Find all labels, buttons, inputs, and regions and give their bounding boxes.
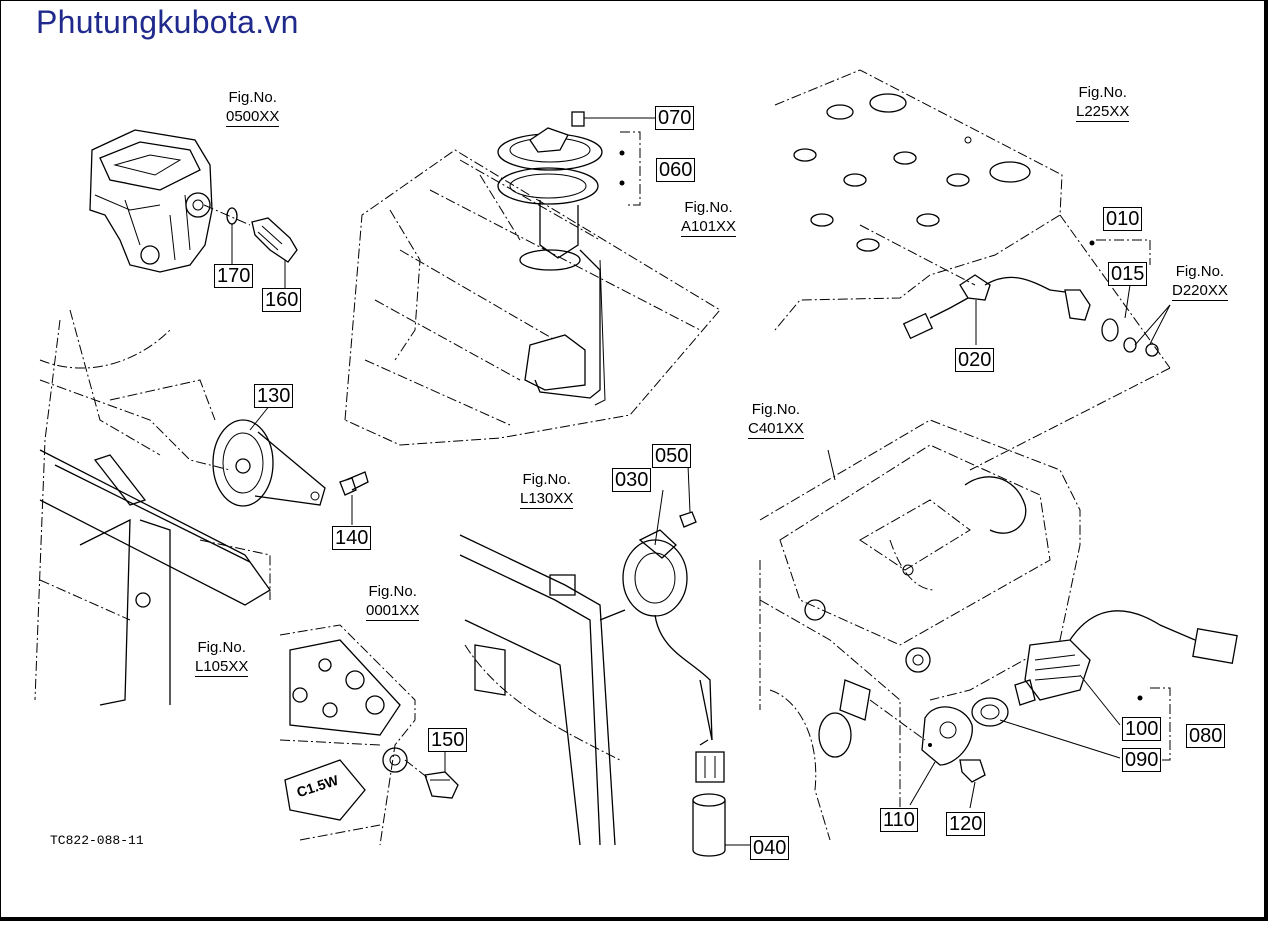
callout-170[interactable]: 170 bbox=[214, 264, 254, 288]
transmission-case bbox=[759, 419, 1081, 841]
fig-number: L105XX bbox=[195, 658, 249, 677]
callout-050[interactable]: 050 bbox=[652, 444, 692, 468]
callout-020[interactable]: 020 bbox=[955, 348, 995, 372]
fig-ref-0001xx: Fig.No. 0001XX bbox=[366, 582, 420, 621]
callout-110[interactable]: 110 bbox=[880, 808, 918, 832]
callout-040[interactable]: 040 bbox=[750, 836, 790, 860]
fig-ref-d220xx: Fig.No. D220XX bbox=[1172, 262, 1228, 301]
callout-150[interactable]: 150 bbox=[428, 728, 468, 752]
fig-prefix: Fig.No. bbox=[751, 401, 801, 418]
border-top bbox=[0, 0, 1268, 1]
fig-prefix: Fig.No. bbox=[684, 199, 733, 216]
frame-structure-left bbox=[34, 309, 271, 706]
callout-060[interactable]: 060 bbox=[656, 158, 696, 182]
fig-prefix: Fig.No. bbox=[1078, 84, 1127, 101]
fuel-tank bbox=[344, 149, 721, 446]
temp-sensor bbox=[203, 204, 298, 290]
seat-switch bbox=[622, 464, 752, 857]
fig-number: L130XX bbox=[520, 490, 574, 509]
fig-ref-c401xx: Fig.No. C401XX bbox=[748, 400, 804, 439]
callout-130[interactable]: 130 bbox=[254, 384, 294, 408]
oil-pressure-switch bbox=[404, 750, 459, 799]
engine-block bbox=[279, 624, 416, 846]
site-watermark: Phutungkubota.vn bbox=[36, 4, 299, 40]
callout-100[interactable]: 100 bbox=[1122, 717, 1162, 741]
fig-ref-l105xx: Fig.No. L105XX bbox=[195, 638, 249, 677]
border-right bbox=[1264, 0, 1268, 920]
callout-070[interactable]: 070 bbox=[655, 106, 695, 130]
fig-prefix: Fig.No. bbox=[368, 583, 417, 600]
fig-number: D220XX bbox=[1172, 282, 1228, 301]
pressure-switch-harness bbox=[859, 224, 1171, 357]
fig-number: A101XX bbox=[681, 218, 737, 237]
fig-ref-l130xx: Fig.No. L130XX bbox=[520, 470, 574, 509]
fig-number: 0500XX bbox=[226, 108, 280, 127]
pto-switch bbox=[869, 214, 1238, 809]
fig-ref-l225xx: Fig.No. L225XX bbox=[1076, 83, 1130, 122]
drawing-code: TC822-088-11 bbox=[50, 833, 144, 848]
border-bottom bbox=[0, 917, 1268, 921]
callout-120[interactable]: 120 bbox=[946, 812, 986, 836]
border-left bbox=[0, 0, 1, 920]
callout-030[interactable]: 030 bbox=[612, 468, 652, 492]
floor-plate bbox=[774, 69, 1063, 331]
fig-prefix: Fig.No. bbox=[522, 471, 571, 488]
callout-090[interactable]: 090 bbox=[1122, 748, 1162, 772]
callout-140[interactable]: 140 bbox=[332, 526, 372, 550]
fig-number: L225XX bbox=[1076, 103, 1130, 122]
horn bbox=[212, 404, 369, 525]
fig-prefix: Fig.No. bbox=[228, 89, 277, 106]
fuel-sender-unit bbox=[497, 111, 655, 406]
callout-015[interactable]: 015 bbox=[1108, 262, 1148, 286]
fig-ref-a101xx: Fig.No. A101XX bbox=[681, 198, 737, 237]
thermostat-housing bbox=[89, 129, 213, 273]
callout-080[interactable]: 080 bbox=[1186, 724, 1226, 748]
fig-number: C401XX bbox=[748, 420, 804, 439]
fig-number: 0001XX bbox=[366, 602, 420, 621]
fig-ref-0500xx: Fig.No. 0500XX bbox=[226, 88, 280, 127]
fig-prefix: Fig.No. bbox=[1175, 263, 1225, 280]
seat-frame bbox=[459, 534, 626, 846]
callout-010[interactable]: 010 bbox=[1103, 207, 1143, 231]
callout-160[interactable]: 160 bbox=[262, 288, 302, 312]
fig-prefix: Fig.No. bbox=[197, 639, 246, 656]
